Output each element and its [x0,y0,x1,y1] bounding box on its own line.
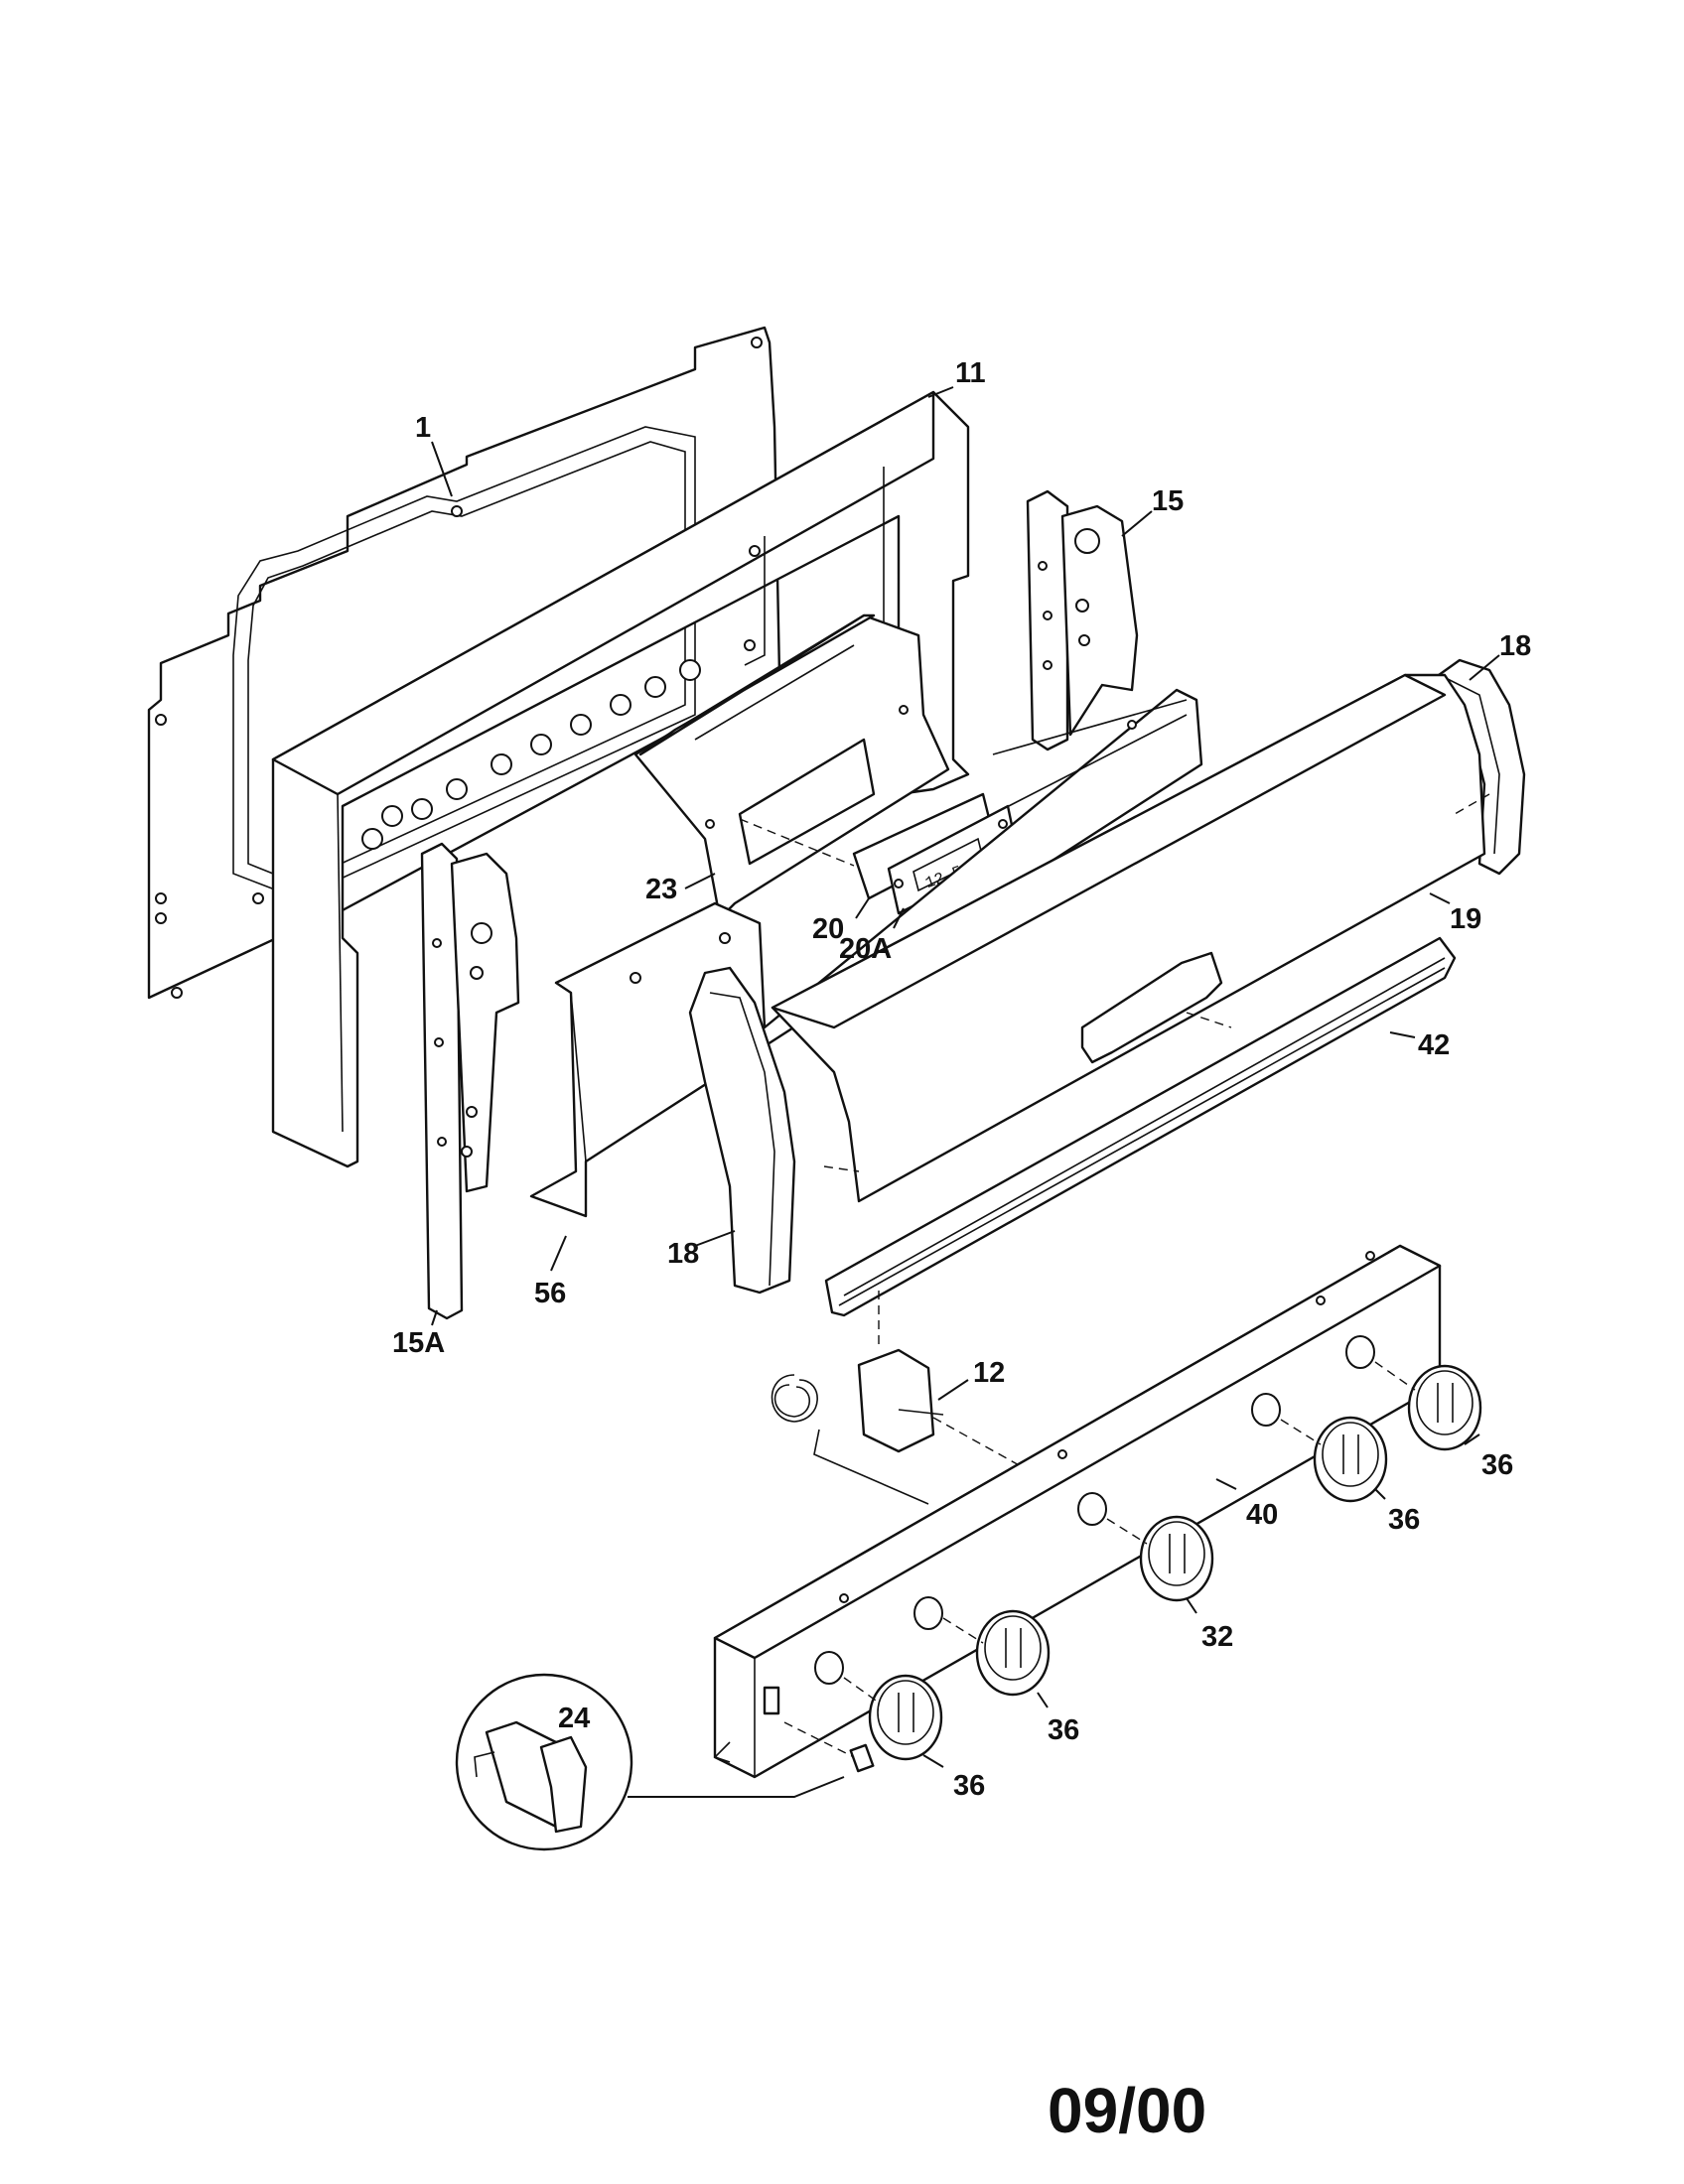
part-40-control-panel [713,1244,1442,1779]
part-42-rail-channel [824,936,1457,1317]
part-15a-left-bracket [420,842,520,1320]
callout-42: 42 [1418,1029,1450,1061]
date-code: 09/00 [1048,2075,1206,2146]
callout-11: 11 [955,357,986,389]
callout-20a: 20A [839,933,892,965]
callout-15: 15 [1152,485,1184,517]
callout-20: 20 [812,913,844,945]
knob-36-back-right [1374,1361,1482,1451]
callout-15a: 15A [392,1327,445,1359]
knob-32-center [1106,1515,1214,1602]
callout-18-bottom: 18 [667,1238,699,1270]
callout-23: 23 [645,874,677,905]
callout-56: 56 [534,1278,566,1309]
knob-36-second [942,1609,1051,1697]
part-18-left-endcap [688,966,796,1295]
part-56-lower-bracket [529,688,1203,1218]
callout-36-front-left: 36 [953,1770,985,1802]
callout-labels: 1 11 15 18 23 20 20A 19 42 15A 56 18 12 … [392,357,1531,1802]
part-15-right-bracket [1026,489,1139,751]
callout-32: 32 [1201,1621,1233,1653]
callout-18-top: 18 [1499,630,1531,662]
alignment-lines [739,793,1490,1172]
callout-40: 40 [1246,1499,1278,1531]
callout-12: 12 [973,1357,1005,1389]
knob-36-fourth [1280,1416,1388,1503]
callout-36-second: 36 [1048,1714,1079,1746]
callout-36-back-right: 36 [1481,1449,1513,1481]
part-19-front-trim [771,673,1486,1203]
callout-24: 24 [558,1703,590,1734]
part-12-thermostat [771,1291,1024,1505]
callout-19: 19 [1450,903,1481,935]
knob-36-front-left [843,1674,943,1761]
callout-36-fourth: 36 [1388,1504,1420,1536]
leader-lines [431,386,1500,1768]
part-24-rocker-switch-detail [455,1673,875,1851]
callout-1: 1 [415,412,431,444]
